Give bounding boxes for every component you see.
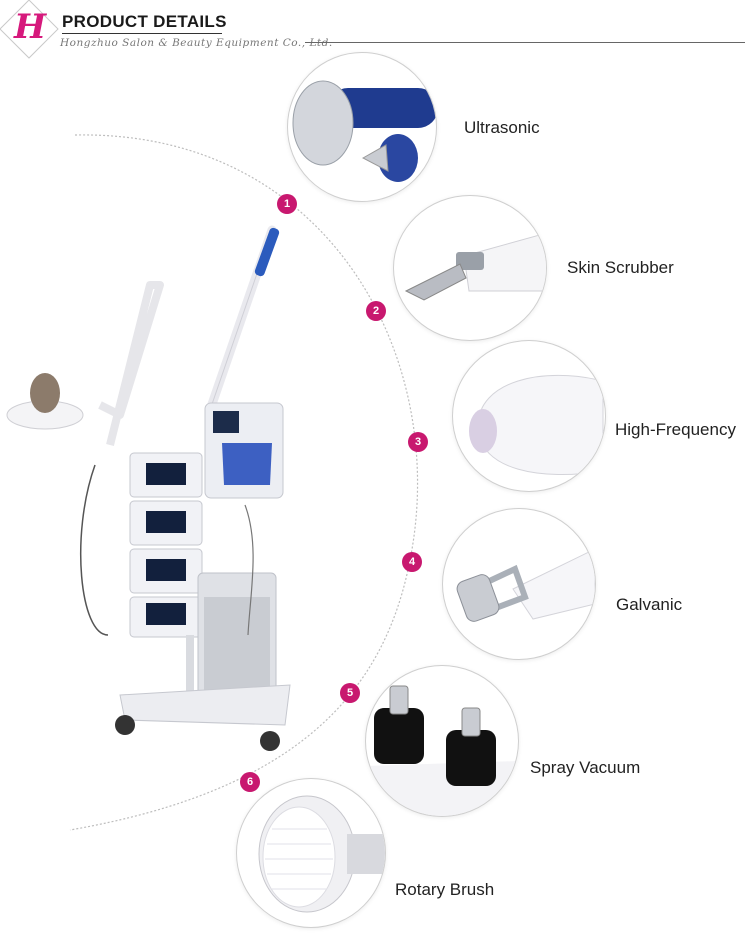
feature-number-3: 3 (408, 432, 428, 452)
feature-label-high-frequency: High-Frequency (615, 420, 736, 439)
feature-number-4: 4 (402, 552, 422, 572)
feature-number-5: 5 (340, 683, 360, 703)
header-divider (305, 42, 745, 43)
galvanic-roller-image (442, 508, 596, 660)
page-header: H PRODUCT DETAILS Hongzhuo Salon & Beaut… (0, 0, 750, 70)
feature-label-rotary-brush: Rotary Brush (395, 880, 495, 899)
feature-number-1: 1 (277, 194, 297, 214)
skin-scrubber-image (393, 195, 547, 341)
ultrasonic-probe-image (287, 52, 437, 202)
title-underline (62, 33, 222, 34)
feature-label-spray-vacuum: Spray Vacuum (530, 758, 641, 777)
company-name: Hongzhuo Salon & Beauty Equipment Co., L… (60, 37, 333, 49)
feature-label-galvanic: Galvanic (616, 595, 683, 614)
facial-machine-illustration (6, 225, 291, 751)
spray-vacuum-image (365, 665, 519, 817)
feature-label-ultrasonic: Ultrasonic (464, 118, 540, 137)
high-frequency-image (452, 340, 606, 492)
rotary-brush-image (236, 778, 386, 928)
feature-number-6: 6 (240, 772, 260, 792)
brand-logo-letter: H (13, 7, 47, 47)
feature-number-2: 2 (366, 301, 386, 321)
feature-label-skin-scrubber: Skin Scrubber (567, 258, 674, 277)
page-title: PRODUCT DETAILS (62, 12, 227, 31)
